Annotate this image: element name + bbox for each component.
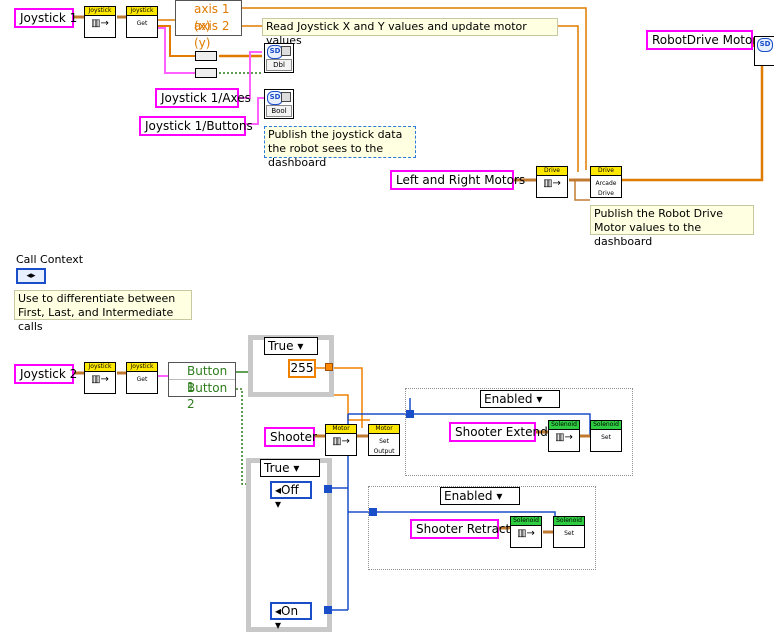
case-value: Enabled	[444, 489, 493, 503]
enum-tunnel	[324, 606, 332, 614]
joystick-open-vi[interactable]: Joystick ▥→	[84, 6, 116, 38]
bundle-axes-icon	[195, 51, 217, 61]
comment-call-context: Use to differentiate between First, Last…	[14, 290, 192, 333]
open-glyph: ▥→	[543, 178, 561, 189]
output-tunnel	[325, 363, 333, 371]
drive-open-header: Drive	[537, 167, 567, 176]
grid-icon	[281, 46, 291, 56]
joystick2-get-vi[interactable]: Joystick Get	[126, 362, 158, 394]
dbl-label: Dbl	[266, 59, 292, 71]
comment-publish-joystick: Publish the joystick data the robot sees…	[264, 126, 416, 169]
wire-255-down	[330, 367, 363, 428]
joystick-get-vi[interactable]: Joystick Get	[126, 6, 158, 38]
arcade-drive-header: Drive	[591, 167, 621, 176]
wire-drive-down	[574, 180, 590, 201]
motor-open-header: Motor	[326, 425, 356, 434]
sd-put-dbl-vi[interactable]: SD Dbl	[264, 43, 294, 73]
case-value: True	[268, 339, 294, 353]
refnum-joystick1-axes[interactable]: Joystick 1/Axes	[155, 88, 251, 108]
axis2-label: axis 2 (y)	[194, 19, 230, 50]
joystick2-get-header: Joystick	[127, 363, 157, 372]
disable-structure-retract[interactable]	[368, 486, 596, 570]
enum-value: On	[281, 604, 299, 618]
enum-tunnel	[369, 508, 377, 516]
open-glyph: ▥→	[555, 432, 573, 443]
solenoid2-set-vi[interactable]: Solenoid Set	[553, 516, 585, 548]
motor-open-vi[interactable]: Motor ▥→	[325, 424, 357, 456]
wire-enum-top	[348, 398, 411, 415]
solenoid2-set-header: Solenoid	[554, 517, 584, 526]
solenoid-set-vi[interactable]: Solenoid Set	[590, 420, 622, 452]
enum-tunnel	[406, 410, 414, 418]
sd-icon: SD	[267, 91, 283, 105]
open-glyph: ▥→	[332, 436, 350, 447]
open-glyph: ▥→	[517, 528, 535, 539]
unbundle-axes[interactable]: axis 1 (x) axis 2 (y)	[175, 0, 242, 50]
drive-open-vi[interactable]: Drive ▥→	[536, 166, 568, 198]
solenoid2-open-header: Solenoid	[511, 517, 541, 526]
case-value: Enabled	[484, 392, 533, 406]
joystick-get-header: Joystick	[127, 7, 157, 16]
call-context-label: Call Context	[16, 253, 84, 266]
refnum-robotdrive-motors[interactable]: RobotDrive Motors	[646, 30, 764, 50]
wire-robotdrive-ref	[620, 38, 764, 182]
disable-structure-extend[interactable]	[405, 388, 633, 476]
constant-off[interactable]: ◂Off ▾	[270, 481, 312, 511]
refnum-shooter-retract[interactable]: Shooter Retract	[410, 519, 510, 539]
motor-set-header: Motor	[369, 425, 399, 434]
enum-value: Off	[281, 483, 299, 497]
arcade-drive-label: Arcade Drive	[595, 180, 617, 197]
axis1-label: axis 1 (x)	[194, 2, 230, 33]
solenoid-open-vi[interactable]: Solenoid ▥→	[548, 420, 580, 452]
solenoid-open-header: Solenoid	[549, 421, 579, 430]
disable-selector-enabled2[interactable]: Enabled ▾	[440, 487, 520, 505]
motor-set-output-vi[interactable]: Motor Set Output	[368, 424, 400, 456]
bundle-buttons-icon	[195, 68, 217, 78]
solenoid2-set-label: Set	[564, 530, 574, 537]
bool-label: Bool	[266, 105, 292, 117]
case-value: True	[264, 461, 290, 475]
constant-255[interactable]: 255	[288, 359, 316, 378]
refnum-left-right-motors[interactable]: Left and Right Motors	[390, 170, 525, 190]
constant-on[interactable]: ◂On ▾	[270, 602, 312, 632]
solenoid-set-header: Solenoid	[591, 421, 621, 430]
solenoid2-open-vi[interactable]: Solenoid ▥→	[510, 516, 542, 548]
joystick2-get-label: Get	[136, 376, 148, 383]
disable-selector-enabled1[interactable]: Enabled ▾	[480, 390, 560, 408]
grid-icon	[281, 92, 291, 102]
sd-icon: SD	[757, 38, 773, 52]
case-selector-true1[interactable]: True ▾	[264, 337, 318, 355]
unbundle-buttons[interactable]: Button 1 Button 2	[168, 362, 236, 411]
refnum-joystick2[interactable]: Joystick 2	[14, 364, 77, 384]
button2-label: Button 2	[187, 381, 228, 411]
arcade-drive-vi[interactable]: Drive Arcade Drive	[590, 166, 622, 198]
refnum-shooter-extend[interactable]: Shooter Extend	[449, 422, 548, 442]
open-glyph: ▥→	[91, 18, 109, 29]
solenoid-set-label: Set	[601, 434, 611, 441]
joystick2-open-vi[interactable]: Joystick ▥→	[84, 362, 116, 394]
call-context-control[interactable]: ◂▸	[16, 268, 46, 284]
enum-tunnel	[324, 485, 332, 493]
sd-put-robotdrive-vi[interactable]: SD	[754, 36, 774, 66]
sd-put-bool-vi[interactable]: SD Bool	[264, 89, 294, 119]
refnum-joystick1-buttons[interactable]: Joystick 1/Buttons	[139, 116, 253, 136]
button1-label: Button 1	[169, 363, 235, 394]
refnum-shooter[interactable]: Shooter	[264, 427, 317, 447]
refnum-joystick1[interactable]: Joystick 1	[14, 8, 77, 28]
joystick-open-header: Joystick	[85, 7, 115, 16]
set-output-label: Set Output	[373, 438, 395, 455]
open-glyph: ▥→	[91, 374, 109, 385]
joystick2-open-header: Joystick	[85, 363, 115, 372]
comment-read-joystick: Read Joystick X and Y values and update …	[262, 18, 558, 47]
joystick-get-label: Get	[136, 20, 148, 27]
case-selector-true2[interactable]: True ▾	[260, 459, 320, 477]
comment-publish-drive: Publish the Robot Drive Motor values to …	[590, 205, 754, 248]
